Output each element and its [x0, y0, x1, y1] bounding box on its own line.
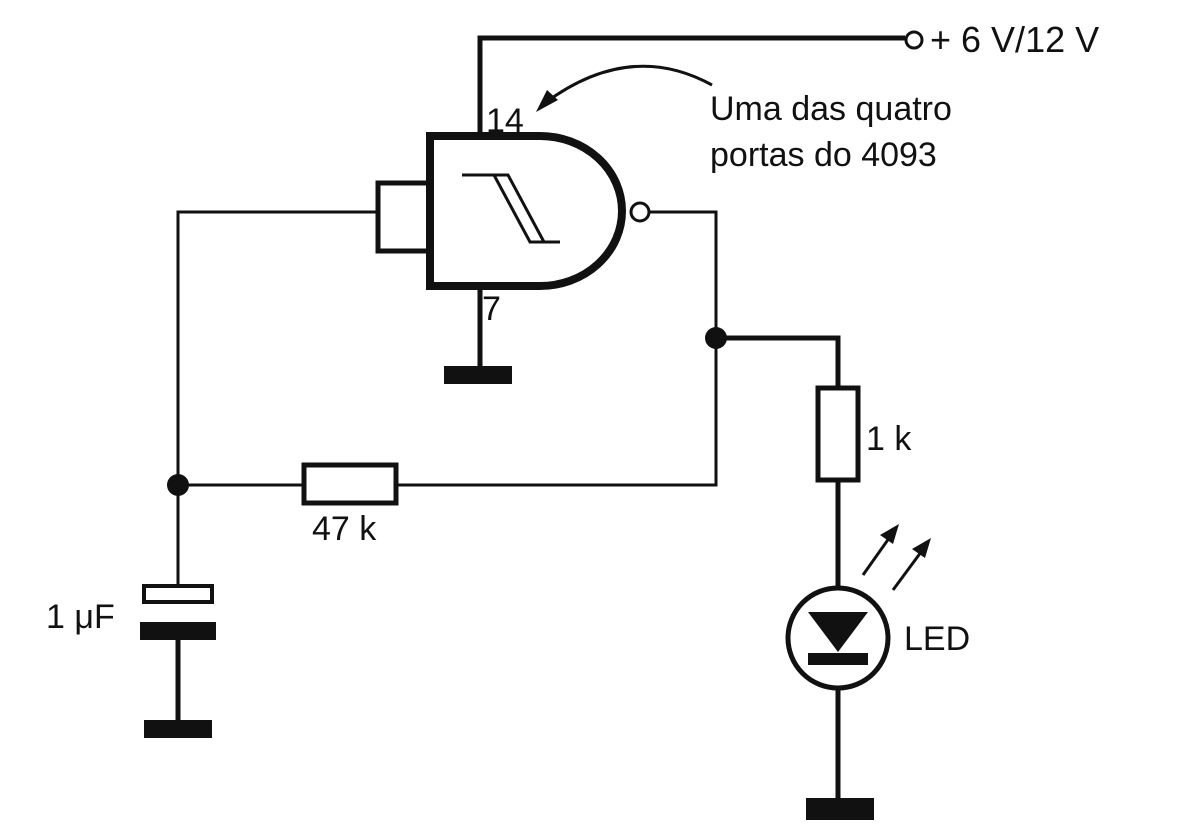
capacitor-label: 1 μF	[46, 598, 115, 636]
hysteresis-symbol	[462, 173, 560, 244]
gate-input-box	[375, 180, 433, 254]
resistor-47k	[301, 462, 399, 506]
led-label: LED	[904, 620, 970, 658]
annotation-line2: portas do 4093	[710, 136, 937, 174]
resistor-1k-label: 1 k	[866, 420, 912, 458]
inverter-bubble	[629, 201, 651, 223]
supply-terminal	[904, 30, 924, 50]
led-ground	[806, 798, 874, 820]
annotation-arrow	[536, 64, 713, 112]
light-emission-arrows	[861, 524, 931, 591]
supply-rail	[477, 30, 924, 135]
led	[785, 480, 891, 820]
pin-vss-label: 7	[482, 290, 501, 328]
capacitor-plate-top	[142, 584, 214, 604]
led-cathode-bar	[808, 653, 868, 665]
feedback-wires	[167, 210, 718, 586]
capacitor-ground	[144, 720, 212, 738]
resistor-47k-label: 47 k	[312, 510, 377, 548]
output-wire	[650, 210, 841, 388]
ground-symbol	[444, 366, 512, 384]
pin-vdd-label: 14	[486, 102, 524, 140]
annotation-line1: Uma das quatro	[710, 90, 952, 128]
resistor-1k	[815, 385, 861, 483]
supply-label: + 6 V/12 V	[930, 19, 1099, 60]
led-triangle	[808, 612, 868, 652]
nand-schmitt-gate	[375, 132, 651, 290]
capacitor-1uf	[140, 584, 216, 738]
gate-ground	[444, 290, 512, 384]
capacitor-plate-bottom	[140, 622, 216, 640]
input-junction	[167, 474, 189, 496]
